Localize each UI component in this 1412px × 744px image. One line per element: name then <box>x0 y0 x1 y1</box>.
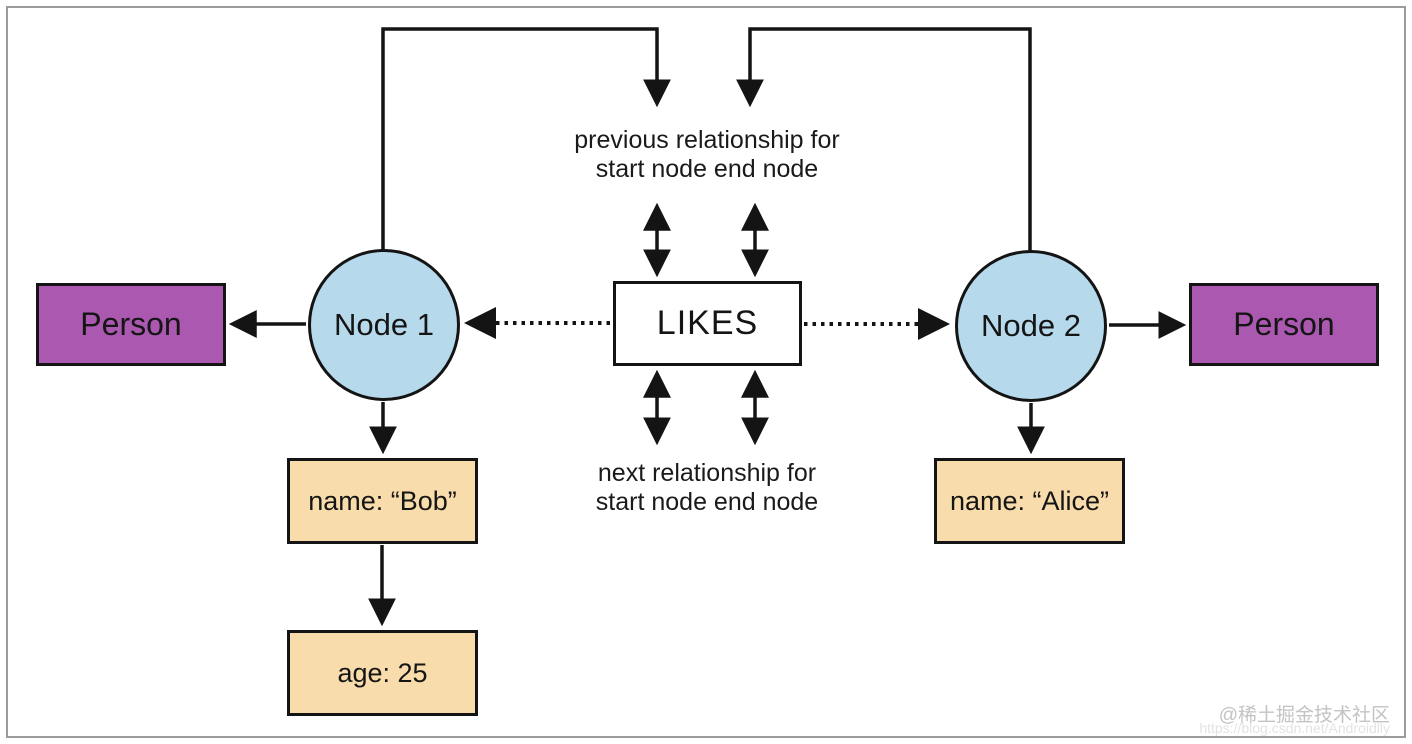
property-name-bob: name: “Bob” <box>287 458 478 544</box>
annotation-previous-relationship: previous relationship for start node end… <box>497 126 917 184</box>
annotation-next-relationship: next relationship for start node end nod… <box>497 459 917 517</box>
annotation-next-line2: start node end node <box>595 488 819 516</box>
watermark-community-text: @稀土掘金技术社区 <box>1218 705 1390 727</box>
property-age-25: age: 25 <box>287 630 478 716</box>
person-label-left: Person <box>36 283 226 366</box>
relationship-likes[interactable]: LIKES <box>613 281 802 366</box>
property-name-alice-text: name: “Alice” <box>949 485 1110 516</box>
node-2[interactable]: Node 2 <box>955 250 1107 402</box>
person-label-right: Person <box>1189 283 1379 366</box>
watermark: @稀土掘金技术社区 https://blog.csdn.net/Androidl… <box>1199 705 1390 736</box>
annotation-previous-line1: previous relationship for <box>574 126 840 154</box>
property-age-25-text: age: 25 <box>337 657 428 688</box>
annotation-previous-line2: start node end node <box>595 155 819 183</box>
node-1-label: Node 1 <box>334 307 434 342</box>
canvas-frame <box>6 6 1406 738</box>
relationship-likes-label: LIKES <box>656 304 759 342</box>
node-2-label: Node 2 <box>981 308 1081 343</box>
annotation-next-line1: next relationship for <box>597 459 817 487</box>
watermark-url-text: https://blog.csdn.net/Androidlly <box>1199 719 1390 736</box>
property-name-alice: name: “Alice” <box>934 458 1125 544</box>
person-label-right-text: Person <box>1233 306 1335 342</box>
node-1[interactable]: Node 1 <box>308 249 460 401</box>
property-name-bob-text: name: “Bob” <box>308 485 457 516</box>
person-label-left-text: Person <box>80 306 182 342</box>
